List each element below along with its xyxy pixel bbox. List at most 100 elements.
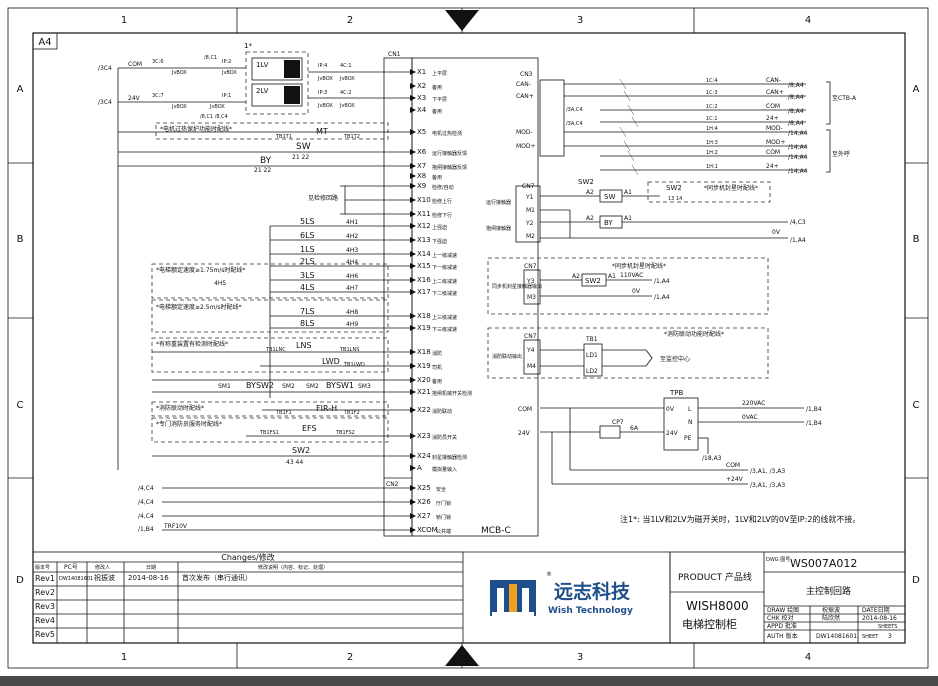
sw2-nodes: 43 44	[286, 459, 303, 466]
input-arrow-icon	[410, 197, 416, 203]
vac220-label: 220VAC	[742, 400, 765, 407]
cn1-pin-desc: 检修下行	[432, 212, 452, 219]
bottom-bar	[0, 676, 938, 686]
input-arrow-icon	[410, 149, 416, 155]
a2-label: A2	[572, 273, 580, 280]
company-logo: ® 远志科技 Wish Technology	[463, 551, 671, 644]
cn2-pin-desc: 安全	[436, 486, 446, 493]
wire-ref: /14,A4	[788, 130, 808, 137]
motor-overheat-note: *电机过热保护功能时配线*	[160, 125, 232, 133]
ld2-label: LD2	[586, 368, 598, 375]
limit-switch: 8LS	[300, 319, 315, 328]
v0-label: 0V	[772, 229, 781, 236]
v24-mid-ref: /8,C1 /8,C4	[200, 114, 228, 120]
ip4-label: IP:4	[318, 63, 327, 69]
wire-node: 1C:3	[706, 90, 718, 96]
limit-switch: 2LS	[300, 257, 315, 266]
cn7-pin: M1	[526, 207, 535, 214]
cn1-pin: X14	[417, 250, 431, 258]
jbox-label: JvBOX	[317, 103, 333, 109]
cn3-pin: MOD-	[516, 129, 533, 136]
v24-label: 24V	[518, 430, 531, 437]
com-label: COM	[518, 406, 532, 413]
input-arrow-icon	[410, 277, 416, 283]
wire-signal: MOD+	[766, 139, 786, 146]
limit-switch-node: 4H4	[346, 259, 358, 266]
sw-nodes: 21 22	[292, 154, 309, 161]
tpb-0v: 0V	[666, 406, 675, 413]
fire-output-note: *消防联动功能时配线*	[664, 330, 724, 338]
cn1-pin: X13	[417, 236, 431, 244]
wire-signal: COM	[766, 149, 780, 156]
wire-node: 1H:3	[706, 140, 718, 146]
safety-ref: /4,C4	[138, 485, 154, 492]
input-arrow-icon	[410, 377, 416, 383]
cn1-pin: X9	[417, 182, 426, 190]
mcb-controller-block: CN1 CN2 MCB-C	[383, 51, 539, 537]
company-name-cn: 远志科技	[554, 580, 631, 603]
tb1t1: TB1T1	[275, 134, 292, 140]
draw-label: DRAW 绘图	[767, 606, 799, 614]
wire-node: 1C:1	[706, 116, 718, 122]
fireman-note: *专门消防员服务时配线*	[156, 420, 222, 428]
wire-signal: COM	[766, 103, 780, 110]
ip3-label: IP:3	[318, 90, 327, 96]
input-arrow-icon	[410, 349, 416, 355]
input-arrow-icon	[410, 313, 416, 319]
cn1-pin-desc: 消防联动	[432, 408, 452, 415]
title-block: PRODUCT 产品线 DWG 图号 WS007A012 主控制回路 WISH8…	[669, 551, 906, 644]
cn2-pin-desc: 厅门锁	[436, 500, 451, 507]
input-arrow-icon	[410, 163, 416, 169]
input-arrow-icon	[410, 211, 416, 217]
sw2-contact: SW2	[292, 446, 310, 455]
row-letter-right: B	[913, 234, 920, 245]
cp7-rating: 6A	[630, 425, 639, 432]
rev-header: 修改人	[95, 564, 110, 571]
cn1-pin-desc: 下一级减速	[432, 264, 457, 271]
revision-id: Rev4	[35, 616, 55, 625]
input-arrow-icon	[410, 499, 416, 505]
cn7b-pin: Y3	[526, 278, 535, 285]
inspection-circuit-label: 见检修回路	[308, 194, 338, 202]
brake-contactor-desc: 抱闸接触器	[486, 225, 511, 232]
input-arrow-icon	[410, 465, 416, 471]
run-contactor-desc: 运行接触器	[486, 199, 511, 206]
chk-label: CHK 校对	[767, 614, 794, 622]
ref-3a: /3A,C4	[566, 107, 583, 113]
fire-linkage-note: *消防联动时配线*	[156, 404, 204, 412]
limit-switch: 5LS	[300, 217, 315, 226]
rev-header: 版本号	[35, 564, 50, 571]
sheet-value: 3	[888, 633, 892, 640]
cn3-pin: MOD+	[516, 143, 536, 150]
cn1-pin-desc: 司机	[432, 364, 442, 371]
cn1-pin: X5	[417, 128, 426, 136]
tb1f1: TB1F1	[275, 410, 292, 416]
ref-3a: /3A,C4	[566, 121, 583, 127]
tpb-label: TPB	[669, 389, 683, 397]
limit-switch: 3LS	[300, 271, 315, 280]
draw-by: 祝振波	[822, 606, 840, 614]
tb1t2: TB1T2	[343, 134, 360, 140]
wire-signal: CAN+	[766, 89, 784, 96]
tb1lwd: TB1LWD	[343, 362, 365, 368]
cn1-pin-desc: 电机过热检测	[432, 130, 462, 137]
a2-label: A2	[586, 189, 594, 196]
input-arrow-icon	[410, 251, 416, 257]
cn1-pin-desc: 检修/自动	[432, 184, 454, 191]
input-arrow-icon	[410, 513, 416, 519]
cn1-pin: X22	[417, 406, 431, 414]
input-arrow-icon	[410, 223, 416, 229]
cn1-pin-desc: 备用	[432, 84, 442, 91]
jbox-label: JvBOX	[339, 103, 355, 109]
chk-by: 陆欣然	[822, 614, 840, 622]
cn1-pin: X16	[417, 276, 431, 284]
limit-switch-node: 4H8	[346, 309, 358, 316]
cn1-pin-desc: 模拟量输入	[432, 466, 457, 473]
cn1-pin: X17	[417, 288, 431, 296]
cn1-pin: X1	[417, 68, 426, 76]
cn2-pin: X26	[417, 498, 431, 506]
cn1-pin-desc: 上强迫	[432, 224, 447, 231]
center-mark-top	[445, 10, 479, 31]
tb1fs2: TB1FS2	[335, 430, 355, 436]
